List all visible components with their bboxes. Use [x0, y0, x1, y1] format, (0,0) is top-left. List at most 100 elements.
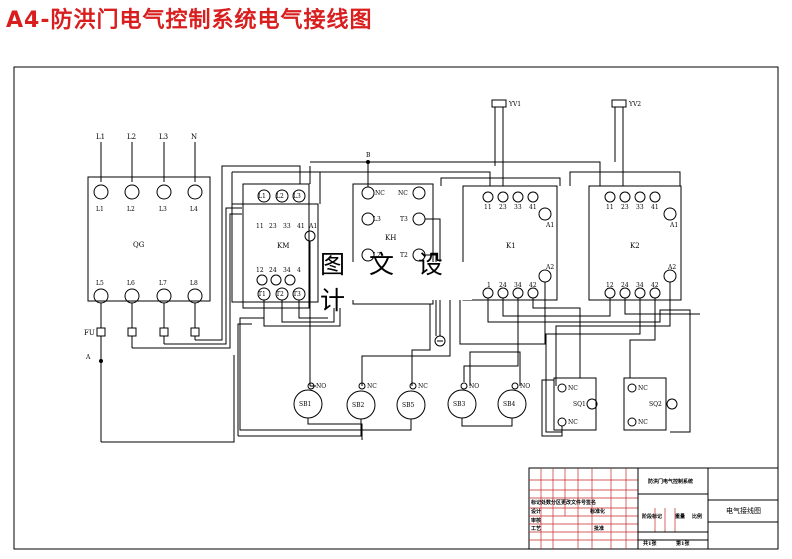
power-supply: L1 L2 L3 N	[96, 133, 197, 182]
sq1-top-contact: NC	[568, 385, 578, 392]
k2-bottom-12: 12	[606, 282, 614, 289]
kh-label: KH	[385, 234, 396, 242]
qg-bottom-l7: L7	[159, 280, 167, 287]
kh-t3: T3	[400, 216, 408, 223]
power-wiring	[101, 165, 301, 443]
sq2-bottom-contact: NC	[638, 419, 648, 426]
button-sb5-label: SB5	[402, 402, 415, 409]
km-top-l3: L3	[293, 193, 301, 200]
fuses: FU A	[84, 303, 200, 442]
valve-yv1: YV1	[491, 99, 521, 186]
qg-top-l2: L2	[127, 206, 135, 213]
drawing-frame	[13, 66, 779, 550]
node-b: B	[366, 152, 371, 159]
qg-label: QG	[133, 241, 145, 249]
k2-relay: 11 23 33 41 A1 K2 A2 12 24 34 42	[588, 185, 682, 301]
k2-top-23: 23	[621, 204, 629, 211]
k2-label: K2	[630, 242, 640, 250]
sq1-bottom-contact: NC	[568, 419, 578, 426]
kh-thermal-relay: NC NC L3 T3 KH L2 T2 B	[352, 152, 446, 347]
k1-top-11: 11	[484, 204, 492, 211]
k1-label: K1	[506, 242, 516, 250]
limit-switch-sq1: NC SQ1 NC	[541, 377, 598, 437]
km-aux-23: 23	[269, 223, 277, 230]
watermark: 图 文 设 计	[320, 250, 472, 315]
fuse-label: FU	[84, 329, 95, 337]
km-aux-24: 24	[269, 267, 277, 274]
tb-weight: 重量	[675, 513, 685, 520]
k1-a1: A1	[545, 222, 554, 229]
valve-yv1-label: YV1	[508, 101, 521, 108]
button-sb5-contact: NC	[418, 383, 428, 390]
km-bottom-t3: T3	[293, 291, 301, 298]
km-bottom-t1: T1	[258, 291, 266, 298]
km-top-l2: L2	[276, 193, 284, 200]
title-block: 防洪门电气控制系统 标记处数分区更改文件号签名 设计 标准化 审核 工艺 批准 …	[528, 467, 779, 550]
tb-sheets-total: 共1张	[643, 540, 657, 547]
tb-header-row: 标记处数分区更改文件号签名	[530, 499, 596, 506]
km-top-l1: L1	[258, 193, 266, 200]
button-sb4-label: SB4	[503, 401, 516, 408]
km-aux-34: 34	[283, 267, 291, 274]
button-sb1-label: SB1	[299, 401, 311, 408]
k1-bottom-42: 42	[529, 282, 537, 289]
kh-l3: L3	[373, 216, 381, 223]
kh-t2: T2	[400, 252, 408, 259]
km-bottom-t2: T2	[276, 291, 284, 298]
k2-bottom-24: 24	[621, 282, 629, 289]
kh-nc-left: NC	[375, 190, 385, 197]
k2-top-41: 41	[651, 204, 659, 211]
k1-bottom-1: 1	[487, 282, 491, 289]
tb-row-process: 工艺	[531, 525, 541, 532]
valve-yv2-label: YV2	[628, 101, 641, 108]
sq2-top-contact: NC	[638, 385, 648, 392]
line-label-l3: L3	[159, 133, 168, 141]
k1-bottom-24: 24	[499, 282, 507, 289]
km-contactor: L1 L2 L3 11 23 33 41 A1 KM 12 24 34 4 T1…	[231, 183, 341, 327]
km-aux-11: 11	[256, 223, 264, 230]
k2-a1: A1	[669, 222, 678, 229]
tb-sheet-no: 第1张	[676, 540, 690, 547]
k2-top-11: 11	[606, 204, 614, 211]
button-sb4-contact: NO	[520, 383, 530, 390]
k2-bottom-34: 34	[636, 282, 644, 289]
sq1-label: SQ1	[573, 401, 586, 408]
qg-breaker: L1 L2 L3 L4 QG L5 L6 L7 L8	[87, 176, 211, 304]
kh-nc-right: NC	[398, 190, 408, 197]
qg-top-l4: L4	[190, 206, 198, 213]
qg-bottom-l6: L6	[127, 280, 135, 287]
k1-a2: A2	[545, 264, 554, 271]
tb-scale: 比例	[692, 513, 702, 520]
drawing-title: A4-防洪门电气控制系统电气接线图	[6, 8, 373, 33]
kh-l2: L2	[373, 252, 381, 259]
qg-top-l1: L1	[96, 206, 104, 213]
button-sb3-label: SB3	[453, 401, 466, 408]
tb-project: 防洪门电气控制系统	[648, 478, 693, 485]
line-label-l1: L1	[96, 133, 105, 141]
limit-switch-sq2: NC SQ2 NC	[623, 377, 678, 431]
km-aux-41: 41	[297, 223, 305, 230]
button-wiring	[237, 317, 513, 440]
k1-top-41: 41	[529, 204, 537, 211]
tb-approve: 批准	[594, 525, 604, 532]
qg-bottom-l5: L5	[96, 280, 104, 287]
push-buttons: SB1 NO SB2 NC SB5 NC SB3 NO SB4 NO	[293, 382, 530, 420]
km-aux-33: 33	[283, 223, 291, 230]
k1-bottom-34: 34	[514, 282, 522, 289]
k2-top-33: 33	[636, 204, 644, 211]
km-aux-12: 12	[256, 267, 264, 274]
button-sb3-contact: NO	[469, 383, 479, 390]
line-label-l2: L2	[127, 133, 136, 141]
k1-relay: 11 23 33 41 A1 K1 A2 1 24 34 42	[462, 185, 558, 301]
button-sb2-contact: NC	[367, 383, 377, 390]
tb-mark: 阶段标记	[642, 513, 662, 520]
k2-a2: A2	[667, 264, 676, 271]
k1-top-33: 33	[514, 204, 522, 211]
control-bus	[231, 161, 601, 204]
tb-drawing-name: 电气接线图	[726, 506, 761, 515]
km-label: KM	[277, 242, 289, 250]
k1-top-23: 23	[499, 204, 507, 211]
qg-bottom-l8: L8	[190, 280, 198, 287]
node-a: A	[85, 354, 91, 361]
tb-row-design: 设计	[531, 508, 541, 515]
